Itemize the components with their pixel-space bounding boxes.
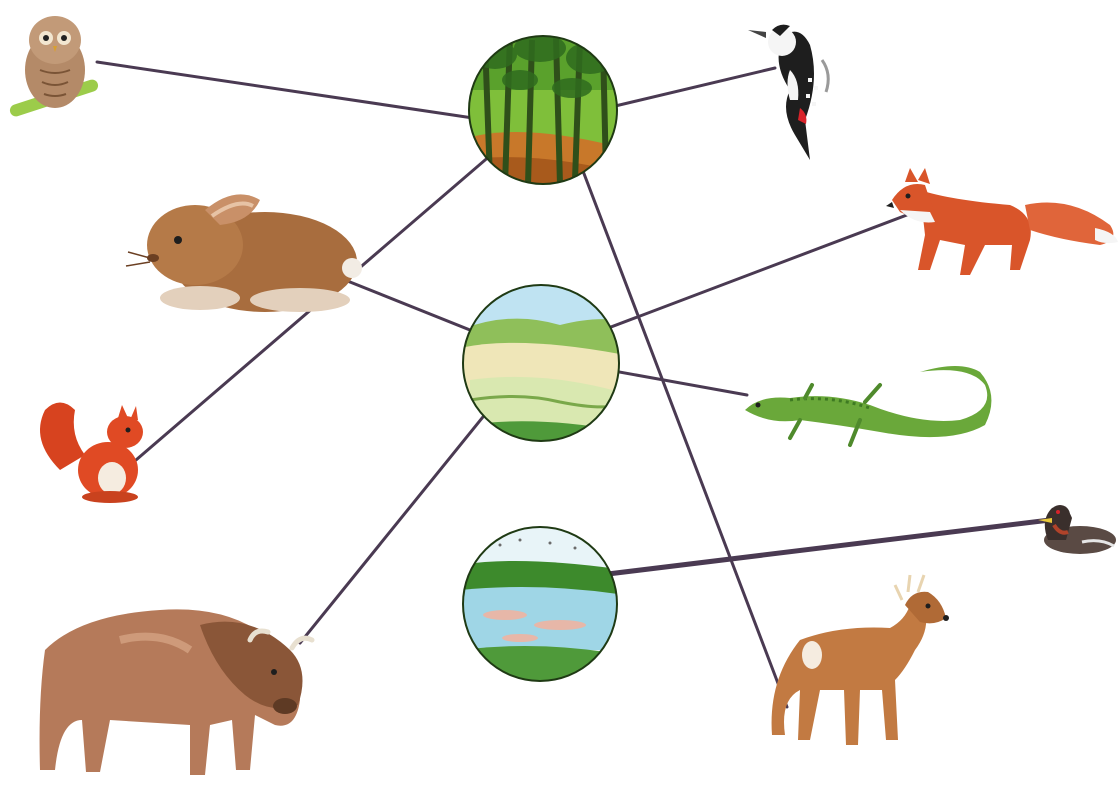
woodpecker-icon — [748, 25, 828, 160]
forest-habitat-icon — [460, 30, 630, 190]
bison-icon — [40, 609, 312, 775]
connector-line-grebe-to-lake — [575, 520, 1050, 578]
squirrel-icon — [40, 403, 143, 504]
meadow-dunes-habitat-icon — [460, 280, 625, 450]
lake-habitat-icon — [460, 525, 625, 690]
lizard-icon — [745, 366, 991, 445]
owl-icon — [8, 16, 99, 118]
deer-icon — [772, 575, 949, 745]
grebe-icon — [1038, 505, 1116, 554]
connector-line-owl-to-forest — [97, 62, 520, 125]
rabbit-icon — [126, 194, 362, 312]
fox-icon — [886, 168, 1118, 275]
